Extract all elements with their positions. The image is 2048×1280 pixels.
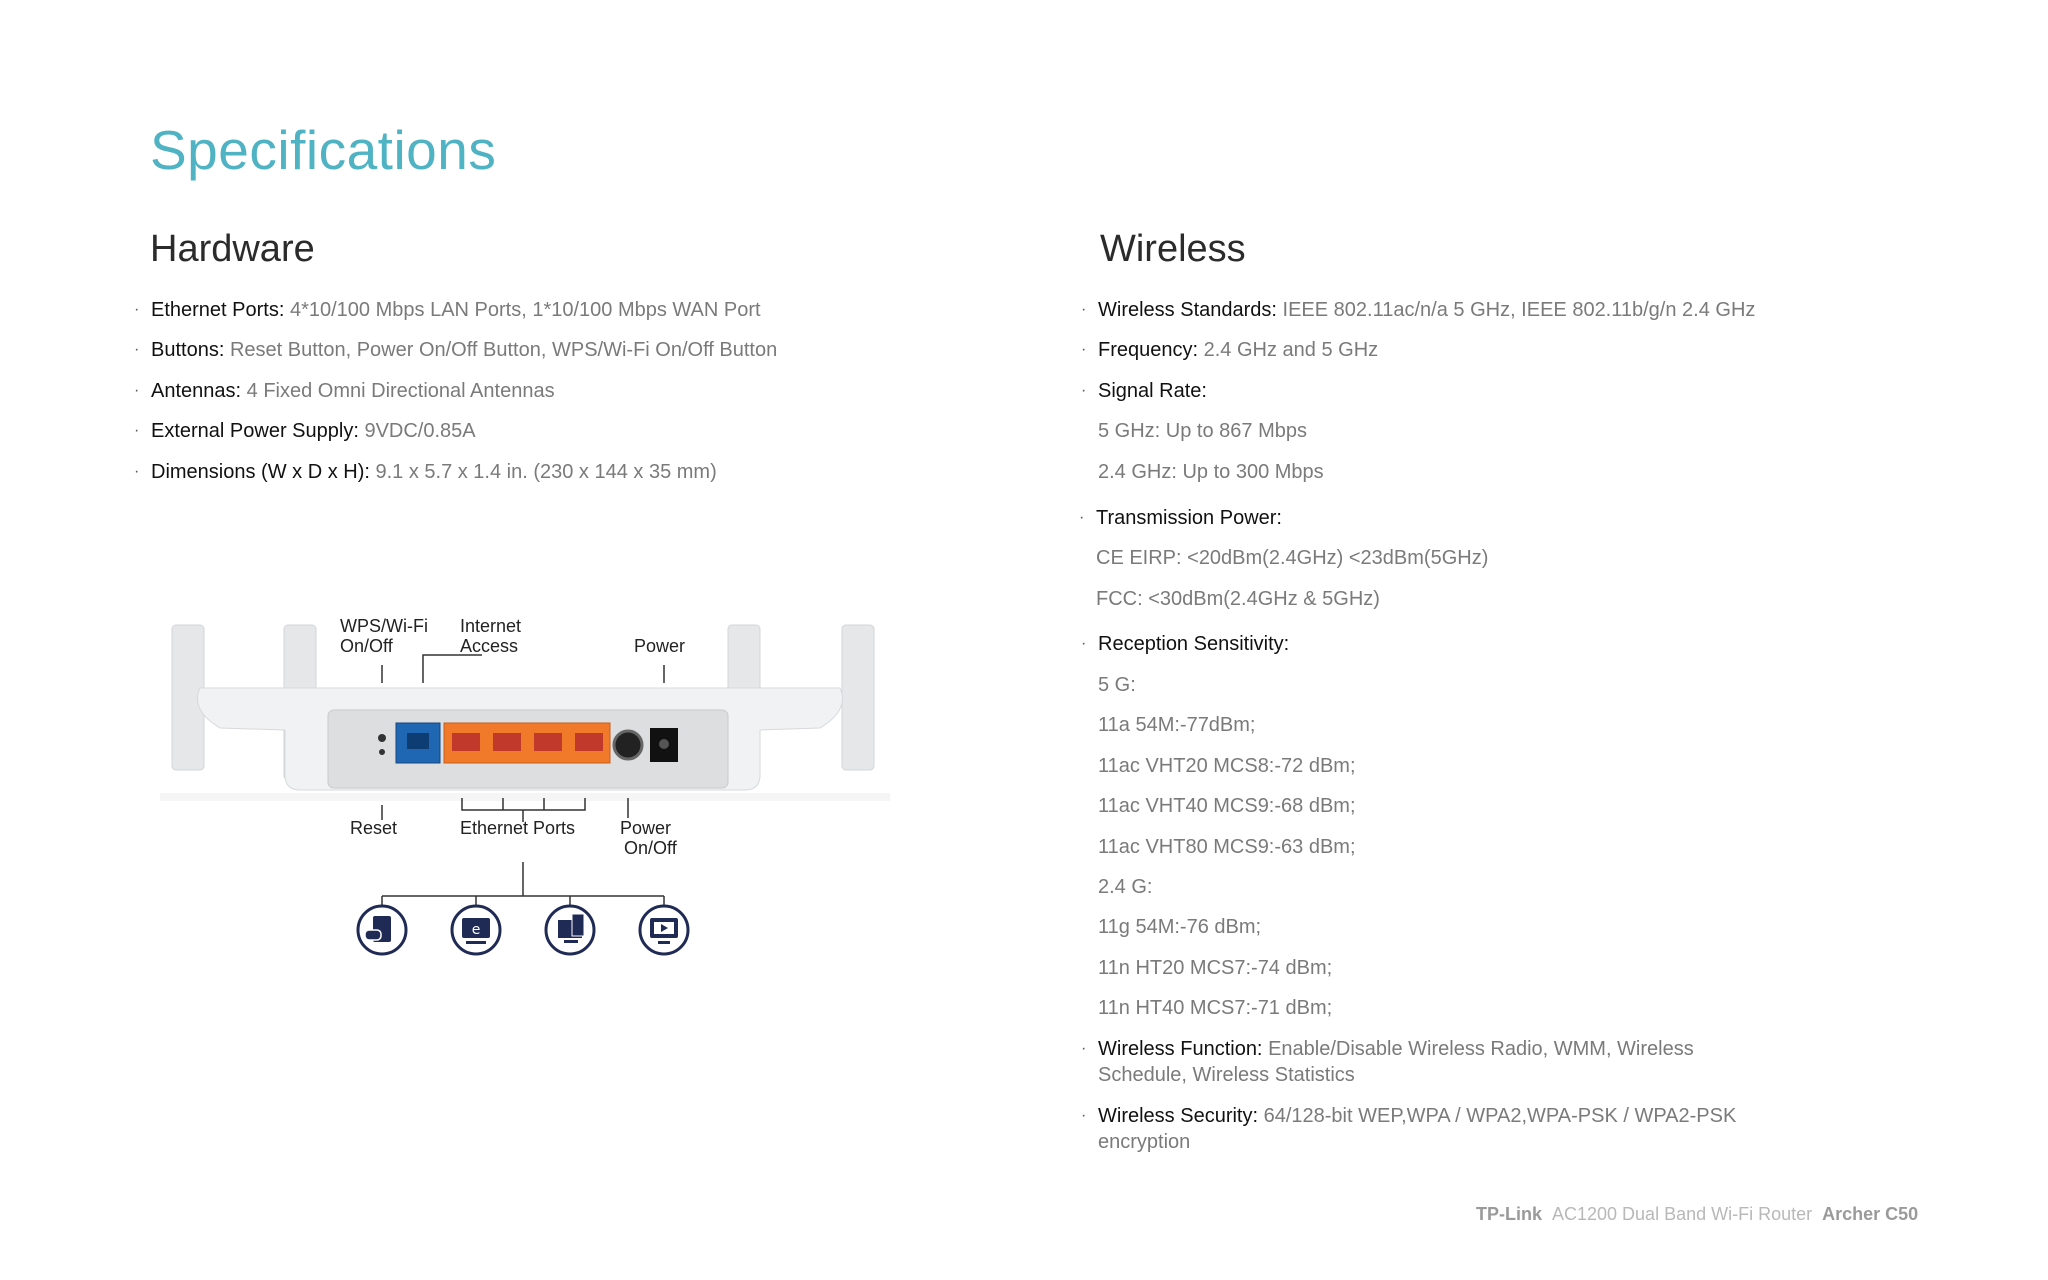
- spec-key: Buttons:: [151, 339, 225, 362]
- footer-brand: TP-Link: [1476, 1204, 1542, 1224]
- spec-key: Frequency:: [1098, 339, 1199, 361]
- bullet: ·: [134, 341, 140, 359]
- bullet: ·: [134, 422, 140, 440]
- spec-item-transmission-power: · Transmission Power:: [1079, 505, 1282, 531]
- hardware-spec-list: · Ethernet Ports: 4*10/100 Mbps LAN Ports…: [134, 297, 1051, 499]
- bullet: ·: [134, 301, 140, 318]
- bullet: ·: [1081, 1040, 1087, 1057]
- tx-fcc: FCC: <30dBm(2.4GHz & 5GHz): [1096, 588, 1380, 610]
- spec-value: Schedule, Wireless Statistics: [1098, 1064, 1355, 1086]
- spec-key: Reception Sensitivity:: [1098, 633, 1290, 655]
- spec-value: encryption: [1098, 1131, 1191, 1153]
- rx-line: 11ac VHT20 MCS8:-72 dBm;: [1098, 755, 1356, 777]
- spec-value: 9VDC/0.85A: [364, 420, 476, 443]
- spec-item-frequency: · Frequency: 2.4 GHz and 5 GHz: [1081, 337, 1379, 363]
- reset-label: Reset: [350, 818, 398, 838]
- power-button: [612, 729, 644, 761]
- spec-item-wireless-security: · Wireless Security: 64/128-bit WEP,WPA /…: [1081, 1103, 1737, 1155]
- tx-ce-eirp: CE EIRP: <20dBm(2.4GHz) <23dBm(5GHz): [1096, 547, 1489, 569]
- antenna-right-outer: [841, 624, 875, 771]
- rx-line: 11g 54M:-76 dBm;: [1098, 916, 1262, 938]
- router-illustration: e: [160, 624, 890, 956]
- spec-key: Wireless Security:: [1098, 1105, 1259, 1127]
- spec-item-power-supply: · External Power Supply: 9VDC/0.85A: [134, 418, 1051, 444]
- reset-hole: [378, 734, 386, 742]
- svg-text:e: e: [472, 922, 481, 938]
- spec-key: Dimensions (W x D x H):: [151, 460, 370, 483]
- footer-product: AC1200 Dual Band Wi-Fi Router: [1552, 1204, 1813, 1224]
- rx-line: 11a 54M:-77dBm;: [1098, 714, 1256, 736]
- spec-key: Wireless Standards:: [1098, 299, 1277, 321]
- rx-line: 11n HT20 MCS7:-74 dBm;: [1098, 957, 1333, 979]
- bullet: ·: [1081, 301, 1087, 318]
- spec-item-antennas: · Antennas: 4 Fixed Omni Directional Ante…: [134, 378, 1051, 404]
- spec-key: Ethernet Ports:: [151, 299, 285, 321]
- signal-rate-5ghz: 5 GHz: Up to 867 Mbps: [1098, 420, 1307, 442]
- spec-key: External Power Supply:: [151, 420, 359, 443]
- spec-value: 4*10/100 Mbps LAN Ports, 1*10/100 Mbps W…: [289, 299, 761, 321]
- spec-key: Signal Rate:: [1098, 380, 1207, 402]
- spec-value: 4 Fixed Omni Directional Antennas: [246, 379, 555, 402]
- spec-key: Antennas:: [151, 379, 242, 402]
- computer-icon: e: [450, 904, 502, 956]
- bullet: ·: [134, 381, 140, 399]
- spec-key: Wireless Function:: [1098, 1038, 1263, 1060]
- spec-item-buttons: · Buttons: Reset Button, Power On/Off But…: [134, 337, 1051, 363]
- spec-item-wireless-function: · Wireless Function: Enable/Disable Wirel…: [1081, 1036, 1694, 1088]
- desktop-icon: [544, 904, 596, 956]
- signal-rate-2ghz: 2.4 GHz: Up to 300 Mbps: [1098, 461, 1324, 483]
- rx-line: 11ac VHT40 MCS9:-68 dBm;: [1098, 795, 1356, 817]
- spec-value: Reset Button, Power On/Off Button, WPS/W…: [229, 339, 778, 362]
- footer: TP-Link AC1200 Dual Band Wi-Fi Router Arch…: [1476, 1204, 1918, 1225]
- wireless-heading: Wireless: [1100, 228, 1246, 270]
- bullet: ·: [1081, 635, 1087, 652]
- led-dot: [379, 749, 385, 755]
- spec-item-signal-rate: · Signal Rate:: [1081, 378, 1207, 404]
- spec-value: IEEE 802.11ac/n/a 5 GHz, IEEE 802.11b/g/…: [1282, 299, 1756, 321]
- rx-line: 11ac VHT80 MCS9:-63 dBm;: [1098, 836, 1356, 858]
- spec-value: 9.1 x 5.7 x 1.4 in. (230 x 144 x 35 mm): [375, 460, 717, 483]
- bullet: ·: [1081, 341, 1087, 358]
- spec-item-dimensions: · Dimensions (W x D x H): 9.1 x 5.7 x 1.4…: [134, 459, 1051, 485]
- spec-value: Enable/Disable Wireless Radio, WMM, Wire…: [1268, 1038, 1694, 1060]
- power-label: Power: [634, 636, 686, 656]
- tv-icon: [638, 904, 690, 956]
- ethernet-ports-label: Ethernet Ports: [460, 818, 576, 838]
- hardware-heading: Hardware: [150, 228, 315, 270]
- spec-value: 2.4 GHz and 5 GHz: [1203, 339, 1379, 361]
- bullet: ·: [1081, 1107, 1087, 1124]
- spec-key: Transmission Power:: [1096, 507, 1282, 529]
- bullet: ·: [1079, 509, 1085, 526]
- game-console-icon: [356, 904, 408, 956]
- bullet: ·: [1081, 382, 1087, 399]
- spec-value: 64/128-bit WEP,WPA / WPA2,WPA-PSK / WPA2…: [1263, 1105, 1737, 1127]
- footer-model: Archer C50: [1822, 1204, 1919, 1224]
- page-title: Specifications: [150, 119, 497, 181]
- rx-line: 11n HT40 MCS7:-71 dBm;: [1098, 997, 1333, 1019]
- spec-item-reception-sensitivity: · Reception Sensitivity:: [1081, 631, 1290, 657]
- rx-line: 2.4 G:: [1098, 876, 1153, 898]
- spec-item-wireless-standards: · Wireless Standards: IEEE 802.11ac/n/a 5…: [1081, 297, 1756, 323]
- bullet: ·: [134, 462, 140, 480]
- rx-line: 5 G:: [1098, 674, 1136, 696]
- spec-item-ethernet-ports: · Ethernet Ports: 4*10/100 Mbps LAN Ports…: [134, 297, 1051, 323]
